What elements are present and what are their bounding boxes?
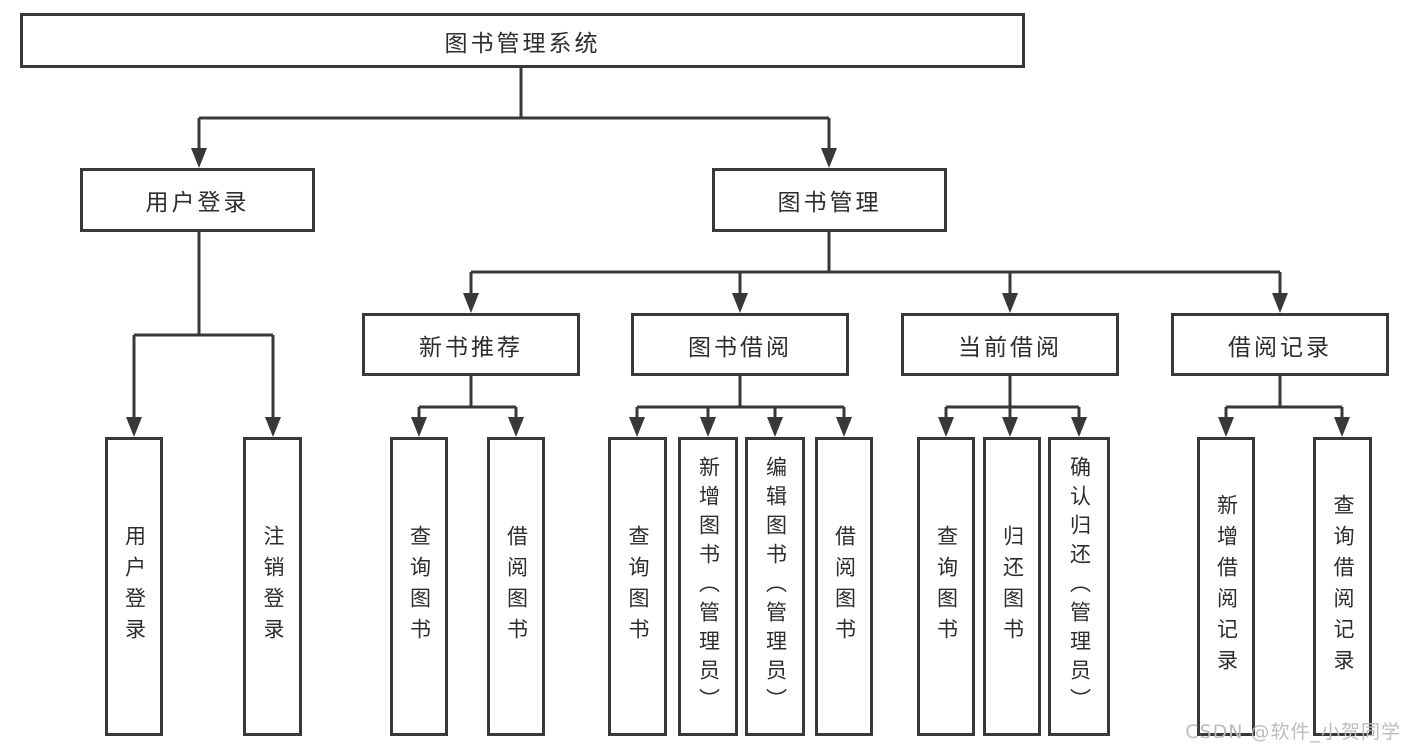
leaf-logout: 注销登录 [243, 437, 302, 736]
leaf-label: 借阅图书 [832, 524, 857, 649]
node-user-login: 用户登录 [80, 168, 315, 232]
leaf-add-borrow-record: 新增借阅记录 [1197, 437, 1255, 736]
leaf-edit-book-admin: 编辑图书（管理员） [745, 437, 805, 736]
leaf-label: 归还图书 [1000, 524, 1025, 649]
leaf-label: 查询借阅记录 [1331, 493, 1355, 680]
leaf-label: 借阅图书 [504, 524, 529, 649]
node-book-borrow: 图书借阅 [631, 313, 849, 376]
watermark: CSDN @软件_小贺同学 [1185, 721, 1401, 743]
leaf-add-book-admin: 新增图书（管理员） [678, 437, 738, 736]
leaf-confirm-return-admin: 确认归还（管理员） [1048, 437, 1110, 736]
leaf-query-books-current: 查询图书 [917, 437, 975, 736]
leaf-label: 新增图书（管理员） [696, 456, 721, 717]
connector-user-login-to-leaves [126, 232, 281, 437]
leaf-label: 注销登录 [261, 524, 285, 649]
connector-borrow-records-to-leaves [1218, 376, 1350, 437]
connector-current-borrow-to-leaves [938, 376, 1087, 437]
leaf-label: 用户登录 [122, 524, 147, 649]
leaf-label: 确认归还（管理员） [1067, 456, 1092, 717]
leaf-user-login: 用户登录 [105, 437, 163, 736]
leaf-label: 查询图书 [626, 524, 650, 649]
connector-new-book-to-leaves [411, 376, 524, 437]
leaf-label: 编辑图书（管理员） [763, 456, 788, 717]
connector-root-to-level2 [191, 68, 837, 168]
leaf-label: 查询图书 [407, 524, 432, 649]
node-new-book-recommend: 新书推荐 [362, 313, 580, 376]
leaf-borrow-books-recommend: 借阅图书 [487, 437, 545, 736]
leaf-query-borrow-record: 查询借阅记录 [1313, 437, 1372, 736]
node-current-borrow: 当前借阅 [901, 313, 1119, 376]
node-library-management-system: 图书管理系统 [20, 13, 1025, 68]
connector-book-management-to-level3 [463, 232, 1288, 313]
leaf-query-books-recommend: 查询图书 [390, 437, 448, 736]
leaf-label: 新增借阅记录 [1214, 493, 1239, 680]
connector-book-borrow-to-leaves [629, 376, 852, 437]
leaf-query-books-borrow: 查询图书 [608, 437, 667, 736]
leaf-label: 查询图书 [934, 524, 959, 649]
node-book-management: 图书管理 [712, 168, 947, 232]
leaf-borrow-books: 借阅图书 [815, 437, 873, 736]
leaf-return-book: 归还图书 [983, 437, 1041, 736]
node-borrow-records: 借阅记录 [1171, 313, 1389, 376]
